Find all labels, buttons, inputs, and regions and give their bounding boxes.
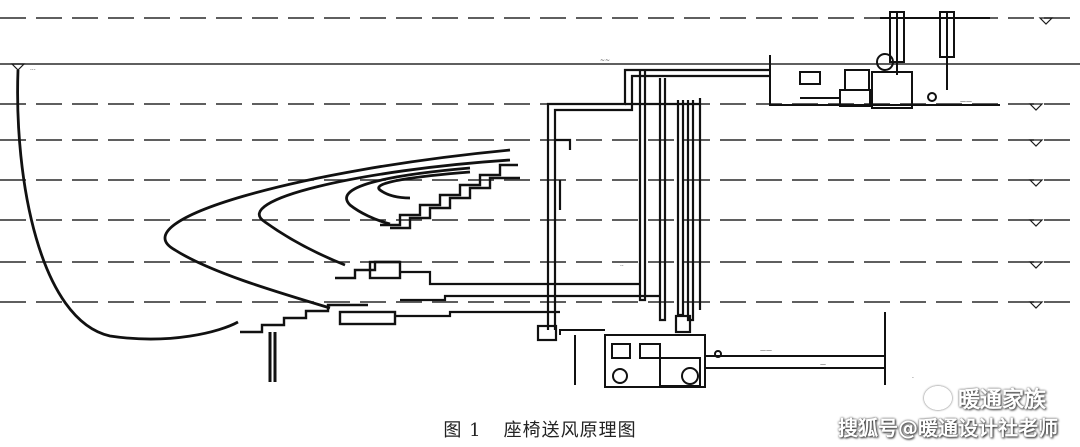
small-labels: ··· ~~ —— ·· —— — ·	[30, 57, 972, 382]
svg-text:—: —	[820, 361, 826, 368]
seating-tiers	[240, 163, 520, 334]
svg-text:——: ——	[760, 347, 772, 354]
figure-caption: 图 1 座椅送风原理图	[0, 416, 1080, 442]
svg-text:——: ——	[960, 98, 972, 105]
supply-ducts	[395, 68, 770, 342]
seat-air-supply-schematic: ··· ~~ —— ·· —— — ·	[0, 11, 1080, 388]
watermark-source: 搜狐号@暖通设计社老师	[838, 416, 1058, 440]
figure-title: 座椅送风原理图	[503, 420, 637, 441]
plant-room-top	[769, 11, 1000, 109]
svg-text:··: ··	[620, 263, 624, 270]
figure-number: 图 1	[443, 420, 482, 441]
chat-bubble-icon	[923, 386, 952, 410]
svg-text:·: ·	[912, 375, 914, 382]
svg-text:···: ···	[30, 67, 36, 74]
svg-text:~~: ~~	[600, 57, 610, 64]
plant-room-bottom	[559, 312, 886, 388]
floor-level-lines	[0, 17, 1080, 303]
watermark-brand: 暖通家族	[923, 382, 1046, 414]
airflow-curves	[16, 69, 511, 341]
watermark-brand-text: 暖通家族	[957, 388, 1046, 413]
column-foot	[268, 332, 277, 382]
level-markers	[10, 17, 1054, 309]
